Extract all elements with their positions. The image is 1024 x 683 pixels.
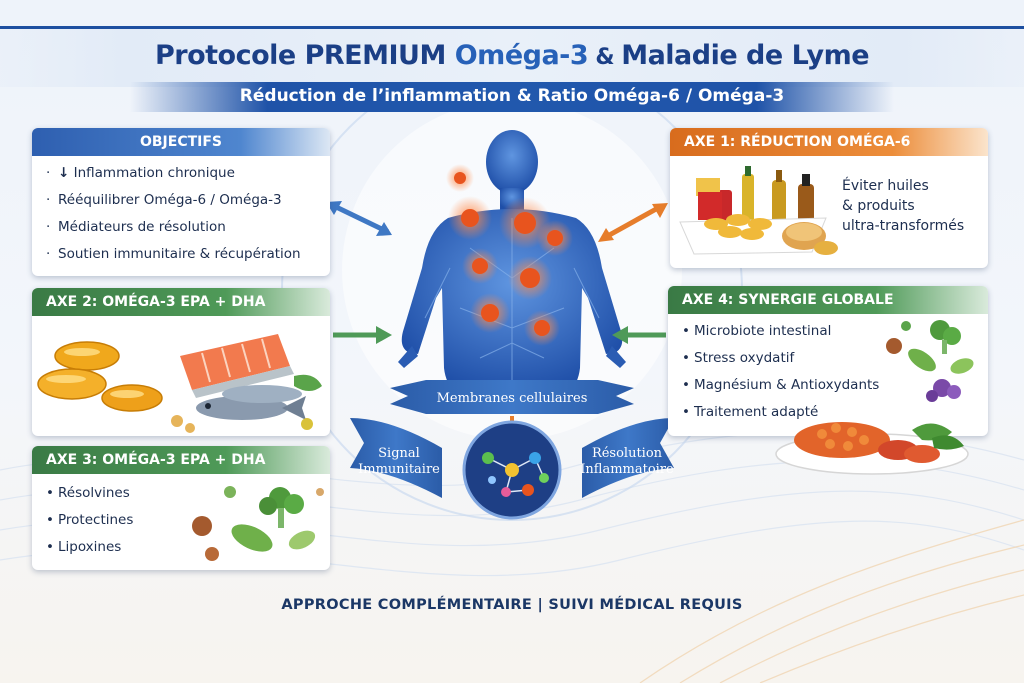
objectifs-item-0: · ↓ Inflammation chronique xyxy=(32,160,330,187)
footer-note: APPROCHE COMPLÉMENTAIRE | SUIVI MÉDICAL … xyxy=(281,597,743,613)
title-band xyxy=(0,26,1024,87)
axe3-item-label: Lipoxines xyxy=(58,539,122,555)
axe1-text: Éviter huiles & produits ultra-transform… xyxy=(842,176,964,236)
vegetable-plate-icon xyxy=(775,422,969,475)
fish-icon xyxy=(196,385,306,420)
axe1-line-0: Éviter huiles xyxy=(842,178,929,194)
list-bullet: • xyxy=(46,512,54,528)
axe3-panel: AXE 3: OMÉGA-3 EPA + DHA •Résolvines •Pr… xyxy=(32,446,330,570)
axe4-item-label: Microbiote intestinal xyxy=(694,323,832,339)
list-bullet: · xyxy=(46,246,51,262)
objectifs-item-3: · Soutien immunitaire & récupération xyxy=(32,241,330,268)
axe2-panel: AXE 2: OMÉGA-3 EPA + DHA xyxy=(32,288,330,436)
objectifs-item-2: · Médiateurs de résolution xyxy=(32,214,330,241)
list-bullet: • xyxy=(46,485,54,501)
axe3-title: AXE 3: OMÉGA-3 EPA + DHA xyxy=(32,446,330,474)
resolution-line-1: Résolution xyxy=(591,446,663,461)
broccoli-icon xyxy=(259,487,304,528)
list-bullet: • xyxy=(682,323,690,339)
list-bullet: • xyxy=(682,404,690,420)
axe1-line-2: ultra-transformés xyxy=(842,218,965,234)
objectifs-title: OBJECTIFS xyxy=(32,128,330,156)
oil-bottle-icon xyxy=(742,166,814,226)
objectifs-item-label: Inflammation chronique xyxy=(73,165,235,181)
center-figure xyxy=(350,130,674,520)
membranes-ribbon xyxy=(390,380,634,414)
list-bullet: • xyxy=(682,350,690,366)
axe4-list: •Microbiote intestinal •Stress oxydatif … xyxy=(668,318,988,426)
down-arrow-icon: ↓ xyxy=(58,165,70,181)
molecule-icon xyxy=(462,420,562,520)
objectifs-item-label: Rééquilibrer Oméga-6 / Oméga-3 xyxy=(58,192,282,208)
objectifs-item-label: Soutien immunitaire & récupération xyxy=(58,246,301,262)
axe3-illustration xyxy=(192,486,324,561)
objectifs-item-1: · Rééquilibrer Oméga-6 / Oméga-3 xyxy=(32,187,330,214)
fish-oil-capsule-icon xyxy=(37,341,163,412)
list-bullet: · xyxy=(46,165,51,181)
axe4-item-label: Stress oxydatif xyxy=(694,350,795,366)
page-subtitle: Réduction de l’inflammation & Ratio Omég… xyxy=(239,86,785,106)
list-bullet: • xyxy=(682,377,690,393)
axe4-title: AXE 4: SYNERGIE GLOBALE xyxy=(668,286,988,314)
signal-ribbon xyxy=(350,418,442,498)
junk-food-icon xyxy=(679,166,838,255)
signal-line-2: Immunitaire xyxy=(358,462,440,477)
axe4-item-3: •Traitement adapté xyxy=(668,399,988,426)
objectifs-panel: OBJECTIFS · ↓ Inflammation chronique · Réé… xyxy=(32,128,330,276)
axe1-line-1: & produits xyxy=(842,198,915,214)
title-ampersand: & xyxy=(588,45,622,70)
axe4-item-0: •Microbiote intestinal xyxy=(668,318,988,345)
resolution-ribbon xyxy=(582,418,674,498)
axe4-item-2: •Magnésium & Antioxydants xyxy=(668,372,988,399)
signal-line-1: Signal xyxy=(378,446,420,461)
axe4-illustration xyxy=(886,320,974,402)
title-part-1: Protocole PREMIUM xyxy=(154,40,455,71)
axe3-item-label: Protectines xyxy=(58,512,134,528)
axe3-item-label: Résolvines xyxy=(58,485,130,501)
axe4-panel: AXE 4: SYNERGIE GLOBALE •Microbiote inte… xyxy=(668,286,988,436)
list-bullet: · xyxy=(46,192,51,208)
subtitle-band xyxy=(130,82,894,112)
salmon-icon xyxy=(180,334,294,398)
title-part-2: Oméga-3 xyxy=(454,40,589,71)
membranes-label: Membranes cellulaires xyxy=(436,391,588,406)
page-title: Protocole PREMIUM Oméga-3 & Maladie de L… xyxy=(0,40,1024,71)
axe4-item-label: Magnésium & Antioxydants xyxy=(694,377,880,393)
resolution-line-2: Inflammatoire xyxy=(580,462,674,477)
axe3-item-2: •Lipoxines xyxy=(32,534,330,561)
inflammation-cell-icon xyxy=(446,164,573,346)
list-bullet: • xyxy=(46,539,54,555)
human-body-icon xyxy=(398,130,626,394)
list-bullet: · xyxy=(46,219,51,235)
axe3-item-1: •Protectines xyxy=(32,507,330,534)
axe3-list: •Résolvines •Protectines •Lipoxines xyxy=(32,480,330,561)
microbe-icon xyxy=(192,486,324,561)
objectifs-list: · ↓ Inflammation chronique · Rééquilibrer … xyxy=(32,160,330,268)
axe1-title: AXE 1: RÉDUCTION OMÉGA-6 xyxy=(670,128,988,156)
axe3-item-0: •Résolvines xyxy=(32,480,330,507)
axe4-item-label: Traitement adapté xyxy=(694,404,819,420)
axe4-item-1: •Stress oxydatif xyxy=(668,345,988,372)
axe2-illustration xyxy=(37,334,322,433)
axe1-panel: AXE 1: RÉDUCTION OMÉGA-6 xyxy=(670,128,988,268)
title-part-3: Maladie de Lyme xyxy=(621,40,870,71)
objectifs-item-label: Médiateurs de résolution xyxy=(58,219,226,235)
axe2-title: AXE 2: OMÉGA-3 EPA + DHA xyxy=(32,288,330,316)
